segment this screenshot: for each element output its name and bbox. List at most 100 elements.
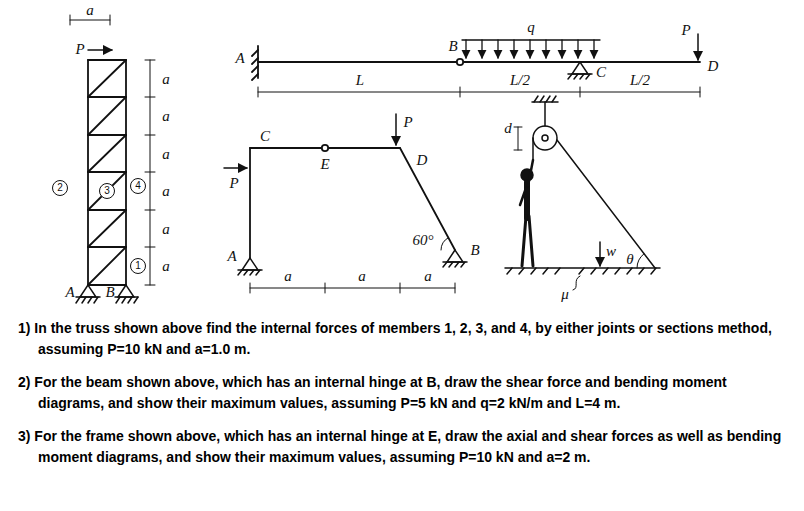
roller-support xyxy=(586,74,590,79)
dimension-line xyxy=(455,283,456,293)
roller-support xyxy=(568,74,572,79)
figure-label: θ xyxy=(626,252,633,267)
member-number-text: 1 xyxy=(135,261,141,271)
roller-support xyxy=(580,74,584,79)
figure-label: a xyxy=(284,269,292,284)
dimension-line xyxy=(70,15,71,25)
pin-support xyxy=(238,250,467,275)
figure-label: C xyxy=(260,129,270,144)
figure-label: L/2 xyxy=(510,73,530,88)
angle-arc xyxy=(637,254,644,268)
figure-label: C xyxy=(596,65,606,80)
figure-label: a xyxy=(358,269,366,284)
dimension-line xyxy=(258,87,700,97)
figure-label: a xyxy=(424,269,432,284)
load-arrow xyxy=(697,34,699,60)
truss-figure xyxy=(88,172,126,210)
dimension-line xyxy=(145,172,155,173)
pin-support xyxy=(116,297,120,303)
ground xyxy=(531,268,536,274)
ground xyxy=(505,268,660,274)
question-text: 1) In the truss shown above find the int… xyxy=(18,318,790,360)
pin-support xyxy=(461,262,465,267)
pulley-figure xyxy=(544,102,546,126)
ground xyxy=(555,268,560,274)
truss-figure xyxy=(88,59,126,61)
dimension-line xyxy=(250,283,455,293)
pin-support xyxy=(449,262,453,267)
truss-figure xyxy=(88,210,126,247)
figure-label: a xyxy=(162,146,170,161)
figure-label: L/2 xyxy=(630,73,650,88)
figure-label: d xyxy=(504,121,512,136)
figure-label: A xyxy=(227,249,236,264)
pin-support xyxy=(256,270,260,275)
dimension-line xyxy=(110,15,111,25)
pulley-figure xyxy=(540,96,544,102)
pin-support xyxy=(94,297,98,303)
pulley-figure xyxy=(542,135,548,141)
angle-arc xyxy=(637,254,644,268)
pin-support xyxy=(447,250,463,262)
member-number: 2 xyxy=(52,180,68,196)
distributed-load xyxy=(593,40,594,58)
dimension-line xyxy=(145,247,155,248)
weight-arrow xyxy=(599,242,601,266)
dimension-line xyxy=(460,87,461,97)
ground xyxy=(639,268,644,274)
pin-support xyxy=(134,297,138,303)
roller-support xyxy=(574,74,578,79)
distributed-load xyxy=(545,40,546,58)
figure-label: B xyxy=(448,39,457,54)
beam-figure xyxy=(252,58,258,64)
ground xyxy=(603,268,608,274)
figure-label: a xyxy=(162,71,170,86)
pin-support xyxy=(88,297,92,303)
pin-support xyxy=(455,262,459,267)
dimension-line xyxy=(145,135,155,136)
pin-support xyxy=(118,285,134,297)
pulley-figure xyxy=(533,126,557,150)
truss-figure xyxy=(88,135,126,172)
frame-figure xyxy=(249,148,251,258)
figure-label: P xyxy=(75,42,84,57)
beam-figure xyxy=(252,50,258,56)
distributed-load xyxy=(529,40,530,58)
figure-label: a xyxy=(86,3,94,18)
pulley-figure xyxy=(534,96,538,102)
dimension-line xyxy=(145,285,155,286)
figure-label: D xyxy=(708,59,719,74)
beam-figure xyxy=(457,59,463,65)
distributed-load xyxy=(561,40,562,58)
question-text: 2) For the beam shown above, which has a… xyxy=(18,372,790,414)
ground xyxy=(543,268,548,274)
leader-line xyxy=(573,276,580,290)
ground xyxy=(615,268,620,274)
pulley-figure xyxy=(532,138,534,160)
figure-label: P xyxy=(403,115,412,130)
figure-label: q xyxy=(527,20,535,35)
figure-label: E xyxy=(320,157,329,172)
pin-support xyxy=(238,270,242,275)
dimension-line xyxy=(145,210,155,211)
figure-label: D xyxy=(417,153,428,168)
truss-figure xyxy=(88,209,126,211)
leader-line xyxy=(573,276,580,290)
dimension-line xyxy=(250,283,251,293)
ground xyxy=(591,268,596,274)
member-number: 4 xyxy=(130,178,146,194)
dimension-line xyxy=(400,283,401,293)
pin-support xyxy=(76,285,138,303)
frame-figure xyxy=(322,145,328,151)
figure-label: A xyxy=(235,51,244,66)
truss-figure xyxy=(88,247,126,285)
frame-figure xyxy=(250,145,455,258)
roller-support xyxy=(568,62,592,79)
truss-figure xyxy=(88,134,126,136)
figure-label: a xyxy=(162,184,170,199)
angle-arc xyxy=(441,238,448,250)
figure-label: P xyxy=(229,176,238,191)
dimension-line xyxy=(250,288,455,289)
member-number: 1 xyxy=(130,258,146,274)
